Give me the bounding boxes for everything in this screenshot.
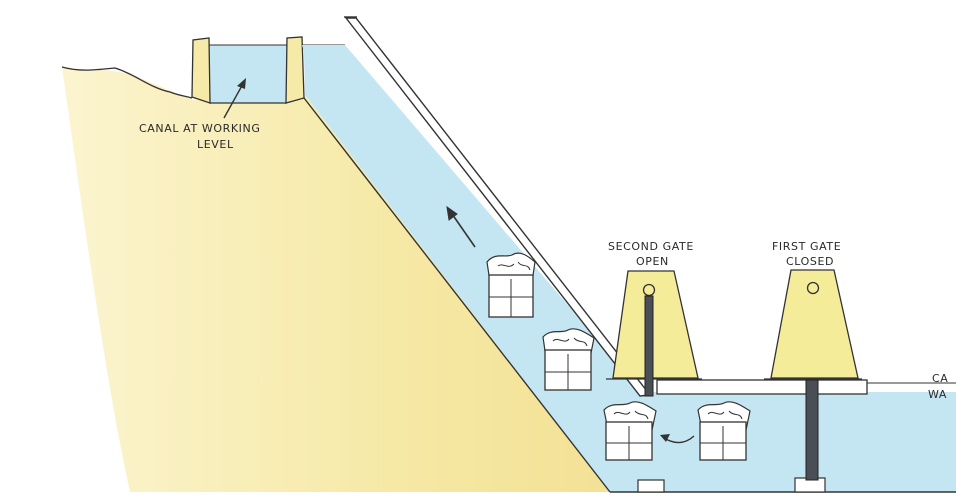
second-gate-tower bbox=[612, 270, 699, 379]
upper-canal-left-wall bbox=[191, 37, 211, 104]
first-gate-post bbox=[805, 379, 819, 481]
arrow-up-incline-icon bbox=[446, 205, 476, 248]
first-gate-pulley bbox=[806, 281, 820, 295]
label-first-gate-line2: CLOSED bbox=[786, 255, 834, 268]
upper-canal-water bbox=[209, 45, 291, 103]
incline-front-edge bbox=[303, 97, 611, 493]
label-first-gate-line1: FIRST GATE bbox=[772, 240, 841, 253]
earth-embankment bbox=[62, 67, 610, 492]
tank-lower-left bbox=[603, 401, 657, 461]
tank-middle bbox=[542, 328, 595, 391]
upper-canal-right-wall bbox=[285, 36, 305, 104]
gate-deck bbox=[656, 379, 868, 395]
first-gate-tower bbox=[770, 269, 859, 379]
second-gate-post bbox=[644, 295, 654, 397]
arrow-transfer-icon bbox=[660, 434, 695, 444]
tank-lower-right bbox=[697, 401, 751, 461]
ground-outline bbox=[61, 66, 193, 99]
label-second-gate-line2: OPEN bbox=[636, 255, 669, 268]
label-canal-right-line1: CA bbox=[932, 372, 948, 385]
inclined-tank-water bbox=[302, 45, 956, 492]
arrow-canal-label-icon bbox=[223, 78, 246, 119]
label-canal-right-line2: WA bbox=[928, 388, 947, 401]
floor-slab-left bbox=[637, 479, 665, 493]
label-canal-top-line2: LEVEL bbox=[197, 138, 234, 151]
label-canal-top-line1: CANAL AT WORKING bbox=[139, 122, 260, 135]
label-second-gate-line1: SECOND GATE bbox=[608, 240, 694, 253]
tank-upper bbox=[486, 252, 536, 318]
